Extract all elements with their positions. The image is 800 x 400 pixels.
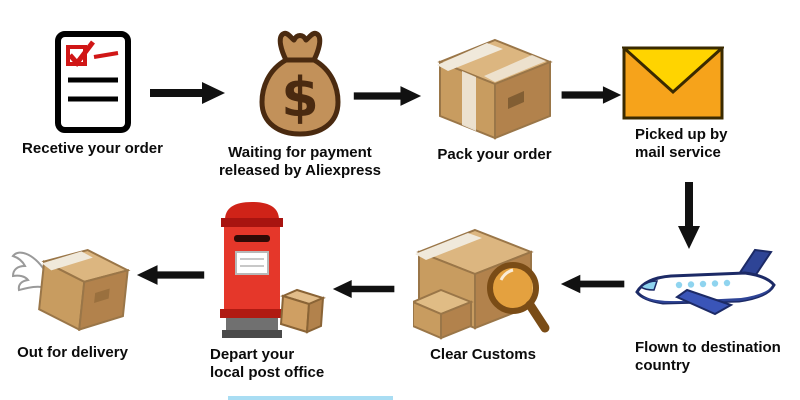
step-waiting-payment: $ Waiting for payment released by Aliexp… (210, 26, 390, 181)
svg-text:$: $ (281, 66, 319, 129)
step-flown-destination-label: Flown to destination country (635, 339, 781, 375)
step-flown-destination: Flown to destination country (615, 245, 795, 376)
envelope-icon (620, 46, 726, 120)
step-picked-up-mail: Picked up by mail service (600, 46, 746, 163)
step-clear-customs-label: Clear Customs (430, 346, 536, 363)
arrow-left-icon (332, 277, 396, 301)
step-out-for-delivery: Out for delivery (0, 230, 145, 362)
step-depart-post-office-label: Depart your local post office (210, 346, 325, 382)
step-receive-order: Recetive your order (10, 30, 175, 158)
step-out-for-delivery-label: Out for delivery (17, 344, 128, 361)
arrow-right-icon (560, 84, 622, 106)
airplane-icon (633, 245, 778, 333)
step-clear-customs: Clear Customs (398, 228, 568, 364)
arrow-right-icon (352, 84, 422, 108)
arrow-down-icon (676, 180, 702, 250)
arrow-left-icon (560, 272, 626, 296)
step-receive-order-label: Recetive your order (22, 140, 163, 157)
package-box-icon (436, 38, 554, 140)
arrow-right-icon (148, 80, 226, 106)
step-pack-order: Pack your order (412, 38, 577, 164)
step-depart-post-office: Depart your local post office (195, 198, 345, 383)
customs-inspection-icon (410, 228, 553, 340)
arrow-left-icon (136, 263, 206, 287)
step-pack-order-label: Pack your order (437, 146, 552, 163)
bottom-blue-strip (228, 396, 393, 400)
winged-parcel-icon (10, 230, 135, 338)
order-checklist-icon (54, 30, 132, 134)
step-waiting-payment-label: Waiting for payment released by Aliexpre… (218, 144, 382, 180)
money-bag-icon: $ (256, 26, 344, 138)
post-box-icon (213, 198, 327, 340)
step-picked-up-mail-label: Picked up by mail service (635, 126, 728, 162)
